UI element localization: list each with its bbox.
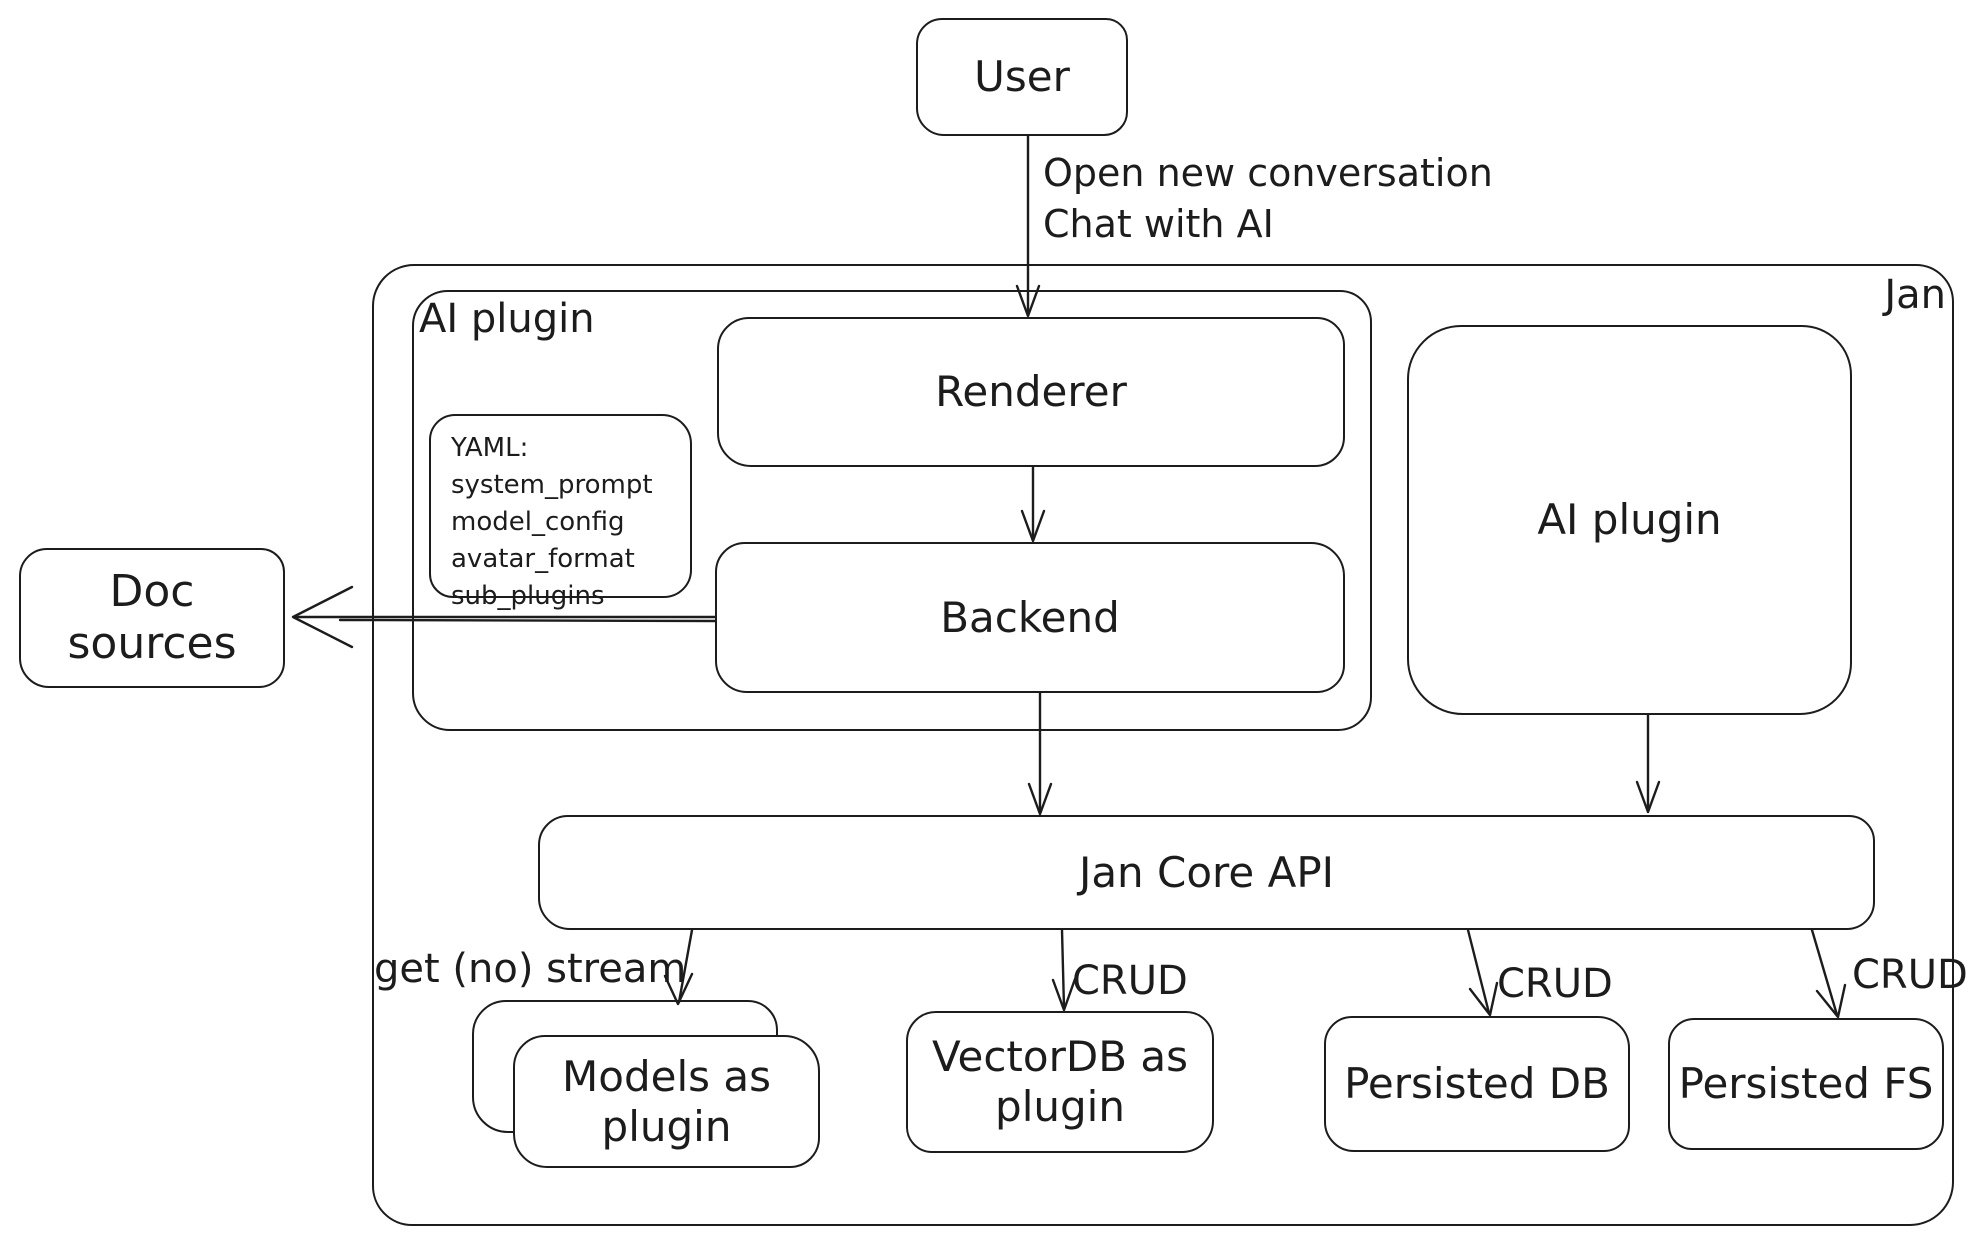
- node-user-label: User: [974, 52, 1070, 102]
- note-yaml: YAML: system_prompt model_config avatar_…: [429, 414, 692, 611]
- node-jan-core-api-label: Jan Core API: [1078, 847, 1335, 897]
- node-persisted-db: Persisted DB: [1324, 1016, 1630, 1152]
- node-models-as-plugin: Models as plugin: [513, 1035, 820, 1168]
- node-persisted-fs: Persisted FS: [1668, 1018, 1944, 1150]
- edge-label-open-conversation-line2: Chat with AI: [1043, 202, 1274, 247]
- node-jan-core-api: Jan Core API: [538, 815, 1875, 930]
- node-models-as-plugin-label: Models as plugin: [562, 1051, 771, 1151]
- node-user: User: [916, 18, 1128, 136]
- node-persisted-db-label: Persisted DB: [1344, 1059, 1610, 1109]
- container-ai-plugin-label: AI plugin: [419, 296, 595, 342]
- edge-label-crud-persisted-fs: CRUD: [1852, 952, 1968, 998]
- node-backend: Backend: [715, 542, 1345, 693]
- node-ai-plugin-right-label: AI plugin: [1537, 495, 1722, 545]
- node-renderer-label: Renderer: [935, 367, 1127, 417]
- yaml-line: model_config: [451, 506, 625, 537]
- edge-label-crud-persisted-db: CRUD: [1497, 961, 1613, 1007]
- node-ai-plugin-right: AI plugin: [1407, 325, 1852, 715]
- node-renderer: Renderer: [717, 317, 1345, 467]
- edge-label-crud-vectordb: CRUD: [1072, 958, 1188, 1004]
- node-doc-sources-label: Doc sources: [67, 566, 237, 669]
- container-jan: [372, 264, 1954, 1226]
- node-persisted-fs-label: Persisted FS: [1678, 1059, 1934, 1109]
- node-vectordb-as-plugin-label: VectorDB as plugin: [932, 1032, 1188, 1131]
- node-vectordb-as-plugin: VectorDB as plugin: [906, 1011, 1214, 1153]
- node-doc-sources: Doc sources: [19, 548, 285, 688]
- edge-label-open-conversation: Open new conversation Chat with AI: [1043, 148, 1493, 251]
- yaml-title: YAML:: [451, 433, 529, 463]
- yaml-line: system_prompt: [451, 469, 653, 500]
- yaml-line: avatar_format: [451, 543, 635, 574]
- edge-label-get-stream: get (no) stream: [374, 946, 687, 992]
- edge-label-open-conversation-line1: Open new conversation: [1043, 151, 1493, 195]
- container-jan-label: Jan: [1884, 272, 1946, 318]
- node-backend-label: Backend: [940, 592, 1120, 642]
- yaml-line: sub_plugins: [451, 580, 605, 611]
- container-ai-plugin: [412, 290, 1372, 731]
